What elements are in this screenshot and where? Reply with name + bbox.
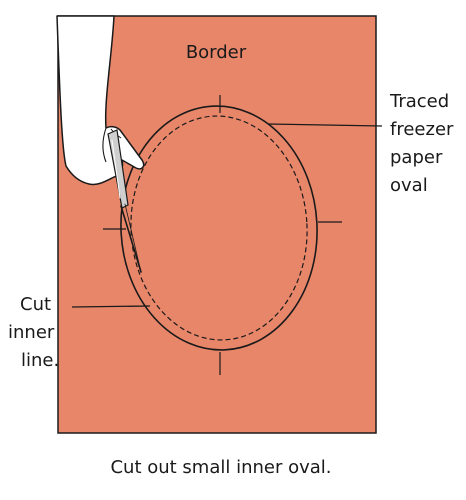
leader-lines xyxy=(71,123,383,308)
traced-label-line4: oval xyxy=(390,175,428,196)
seam-ripper-icon xyxy=(107,129,142,273)
caption: Cut out small inner oval. xyxy=(110,457,331,478)
cut-label-line2: inner xyxy=(8,322,55,343)
traced-label-line1: Traced xyxy=(389,91,449,112)
traced-oval-outline xyxy=(120,105,318,351)
traced-label-line3: paper xyxy=(390,147,443,168)
cut-inner-line-label: Cut inner line. xyxy=(8,294,59,371)
fabric-square xyxy=(57,15,377,434)
registration-marks xyxy=(103,95,342,375)
cut-label-line3: line. xyxy=(21,350,59,371)
border-label: Border xyxy=(186,42,247,63)
inner-cut-line xyxy=(130,115,308,341)
traced-oval-label: Traced freezer paper oval xyxy=(389,91,454,196)
cut-label-line1: Cut xyxy=(20,294,51,315)
leader-traced xyxy=(267,123,383,127)
traced-label-line2: freezer xyxy=(390,119,454,140)
leader-cut xyxy=(71,305,151,308)
